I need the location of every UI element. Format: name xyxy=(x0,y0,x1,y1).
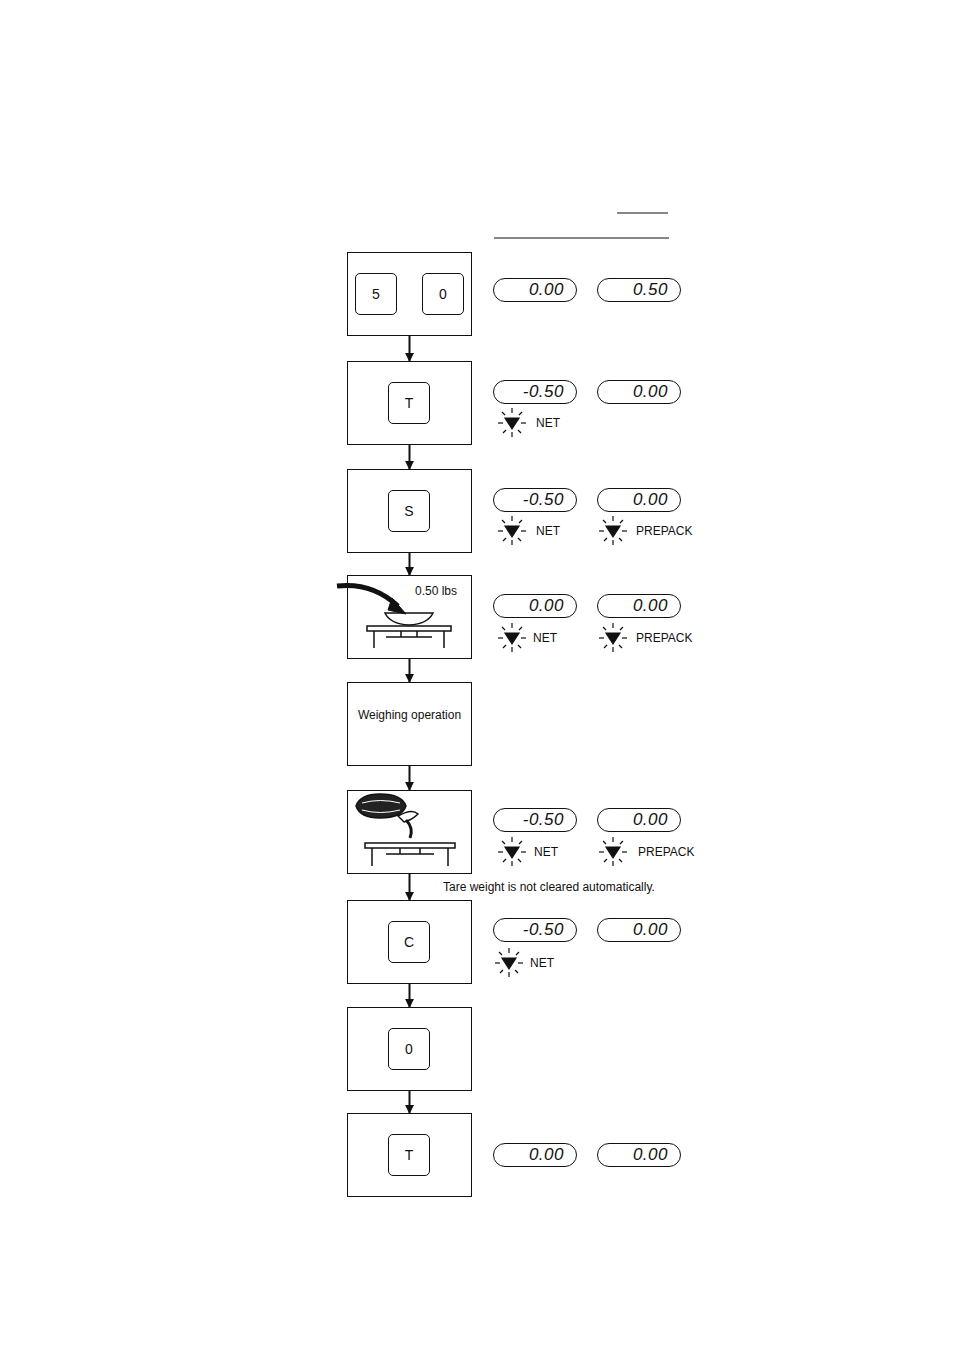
flow-arrow xyxy=(409,659,411,682)
step-box: 50 xyxy=(347,252,472,336)
key-label: T xyxy=(405,1147,414,1163)
lcd-display: -0.50 xyxy=(493,380,577,404)
indicator-icon xyxy=(599,623,627,652)
step-box xyxy=(347,790,472,874)
key-button: T xyxy=(388,382,430,424)
flow-arrow xyxy=(409,1091,411,1113)
indicator-icon xyxy=(498,837,526,866)
indicator-icon xyxy=(498,623,526,652)
display-value: 0.50 xyxy=(633,280,668,300)
lcd-display: 0.50 xyxy=(597,278,681,302)
step-text: 0.50 lbs xyxy=(406,583,466,599)
key-button: 0 xyxy=(388,1028,430,1070)
flow-arrow xyxy=(409,336,411,361)
key-label: 5 xyxy=(372,286,380,302)
lcd-display: -0.50 xyxy=(493,488,577,512)
lcd-display: 0.00 xyxy=(597,918,681,942)
display-value: 0.00 xyxy=(633,1145,668,1165)
display-value: -0.50 xyxy=(523,920,564,940)
display-value: 0.00 xyxy=(529,1145,564,1165)
indicator-icon xyxy=(498,408,526,437)
scale-bag-removed xyxy=(356,794,455,866)
flow-arrow xyxy=(409,445,411,469)
header-rule xyxy=(617,212,668,213)
lcd-display: 0.00 xyxy=(597,1143,681,1167)
flow-arrow xyxy=(409,984,411,1007)
lcd-display: 0.00 xyxy=(597,594,681,618)
lcd-display: 0.00 xyxy=(597,380,681,404)
key-button: 0 xyxy=(422,273,464,315)
key-label: 0 xyxy=(439,286,447,302)
step-box: T xyxy=(347,361,472,445)
step-box: 0 xyxy=(347,1007,472,1091)
indicator-icon xyxy=(599,516,627,545)
display-value: 0.00 xyxy=(633,810,668,830)
display-value: 0.00 xyxy=(529,596,564,616)
key-button: T xyxy=(388,1134,430,1176)
header-rule xyxy=(494,237,669,238)
indicator-label: NET xyxy=(533,631,557,645)
lcd-display: -0.50 xyxy=(493,918,577,942)
flow-arrow xyxy=(409,553,411,575)
display-value: -0.50 xyxy=(523,382,564,402)
flow-arrow xyxy=(409,766,411,790)
key-button: S xyxy=(388,490,430,532)
flow-arrow xyxy=(409,874,411,900)
key-label: S xyxy=(404,503,413,519)
lcd-display: 0.00 xyxy=(597,488,681,512)
step-box: 0.50 lbs xyxy=(347,575,472,659)
display-value: 0.00 xyxy=(633,490,668,510)
indicator-icon xyxy=(599,837,627,866)
indicator-icon xyxy=(498,516,526,545)
indicator-label: NET xyxy=(536,524,560,538)
note-text: Tare weight is not cleared automatically… xyxy=(443,880,655,894)
indicator-label: NET xyxy=(530,956,554,970)
display-value: -0.50 xyxy=(523,490,564,510)
lcd-display: 0.00 xyxy=(493,1143,577,1167)
lcd-display: 0.00 xyxy=(493,594,577,618)
indicator-label: NET xyxy=(536,416,560,430)
step-box: T xyxy=(347,1113,472,1197)
key-label: T xyxy=(405,395,414,411)
display-value: 0.00 xyxy=(633,382,668,402)
step-box: C xyxy=(347,900,472,984)
key-button: 5 xyxy=(355,273,397,315)
indicator-label: PREPACK xyxy=(636,524,692,538)
step-box: Weighing operation xyxy=(347,682,472,766)
key-button: C xyxy=(388,921,430,963)
indicator-label: PREPACK xyxy=(638,845,694,859)
indicator-label: NET xyxy=(534,845,558,859)
step-box: S xyxy=(347,469,472,553)
display-value: 0.00 xyxy=(633,596,668,616)
display-value: -0.50 xyxy=(523,810,564,830)
lcd-display: 0.00 xyxy=(493,278,577,302)
step-text: Weighing operation xyxy=(352,707,467,723)
lcd-display: 0.00 xyxy=(597,808,681,832)
indicator-label: PREPACK xyxy=(636,631,692,645)
indicator-icon xyxy=(495,948,523,977)
lcd-display: -0.50 xyxy=(493,808,577,832)
key-label: C xyxy=(404,934,414,950)
display-value: 0.00 xyxy=(633,920,668,940)
key-label: 0 xyxy=(405,1041,413,1057)
display-value: 0.00 xyxy=(529,280,564,300)
